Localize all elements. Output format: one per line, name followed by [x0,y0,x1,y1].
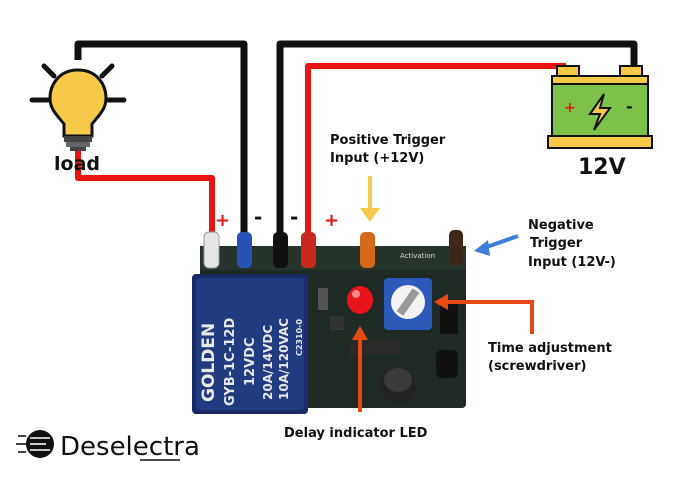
load-positive-wire [75,150,215,236]
supply-minus-sign: - [290,205,298,229]
red-wire-end [301,232,316,268]
battery-plus-sign: + [564,100,576,116]
relay-rating-dc: 20A/14VDC [261,325,275,400]
delay-led-label: Delay indicator LED [284,426,428,441]
capacitor [380,368,416,404]
positive-trigger-label-line1: Positive Trigger [330,133,446,148]
supply-plus-sign: + [324,210,339,231]
black-wire-end [273,232,288,268]
battery-icon [547,65,653,149]
brand-name: Deselectra [60,432,200,462]
lightbulb-icon [29,63,127,151]
battery-minus-sign: - [626,97,633,116]
negative-trigger-arrow [474,234,519,256]
time-adjust-arrow [434,294,534,334]
potentiometer [384,278,432,330]
time-adjust-label-line2: (screwdriver) [488,359,586,374]
delay-led [347,286,373,314]
relay-label: GOLDEN GYB-1C-12D 12VDC 20A/14VDC 10A/12… [199,318,304,406]
supply-positive-wire [305,63,566,236]
relay-rating-ac: 10A/120VAC [277,318,291,400]
brown-wire-end [449,230,463,266]
positive-trigger-label-line2: Input (+12V) [330,151,424,166]
relay-brand: GOLDEN [199,323,219,402]
load-label: load [54,153,100,175]
timer-board [192,230,466,414]
relay [192,274,308,414]
load-negative-wire [74,40,248,236]
brand-logo-icon [16,430,54,458]
negative-trigger-label-line2: Trigger [530,236,583,251]
blue-wire-end [237,232,252,268]
relay-coil: 12VDC [243,338,258,386]
relay-model: GYB-1C-12D [223,318,238,406]
relay-code: C2310-0 [295,319,304,356]
supply-negative-wire [276,40,638,236]
board-silkscreen: Activation [400,252,435,260]
load-minus-sign: - [254,205,262,229]
transistor [436,350,458,378]
white-wire-end [203,231,220,269]
delay-led-arrow [352,326,368,412]
negative-trigger-label-line1: Negative [528,218,594,233]
negative-trigger-label-line3: Input (12V-) [528,255,616,270]
voltage-label: 12V [578,155,626,180]
orange-wire-end [360,232,375,268]
positive-trigger-arrow [360,176,380,222]
time-adjust-label-line1: Time adjustment [488,341,612,356]
load-plus-sign: + [215,210,230,231]
